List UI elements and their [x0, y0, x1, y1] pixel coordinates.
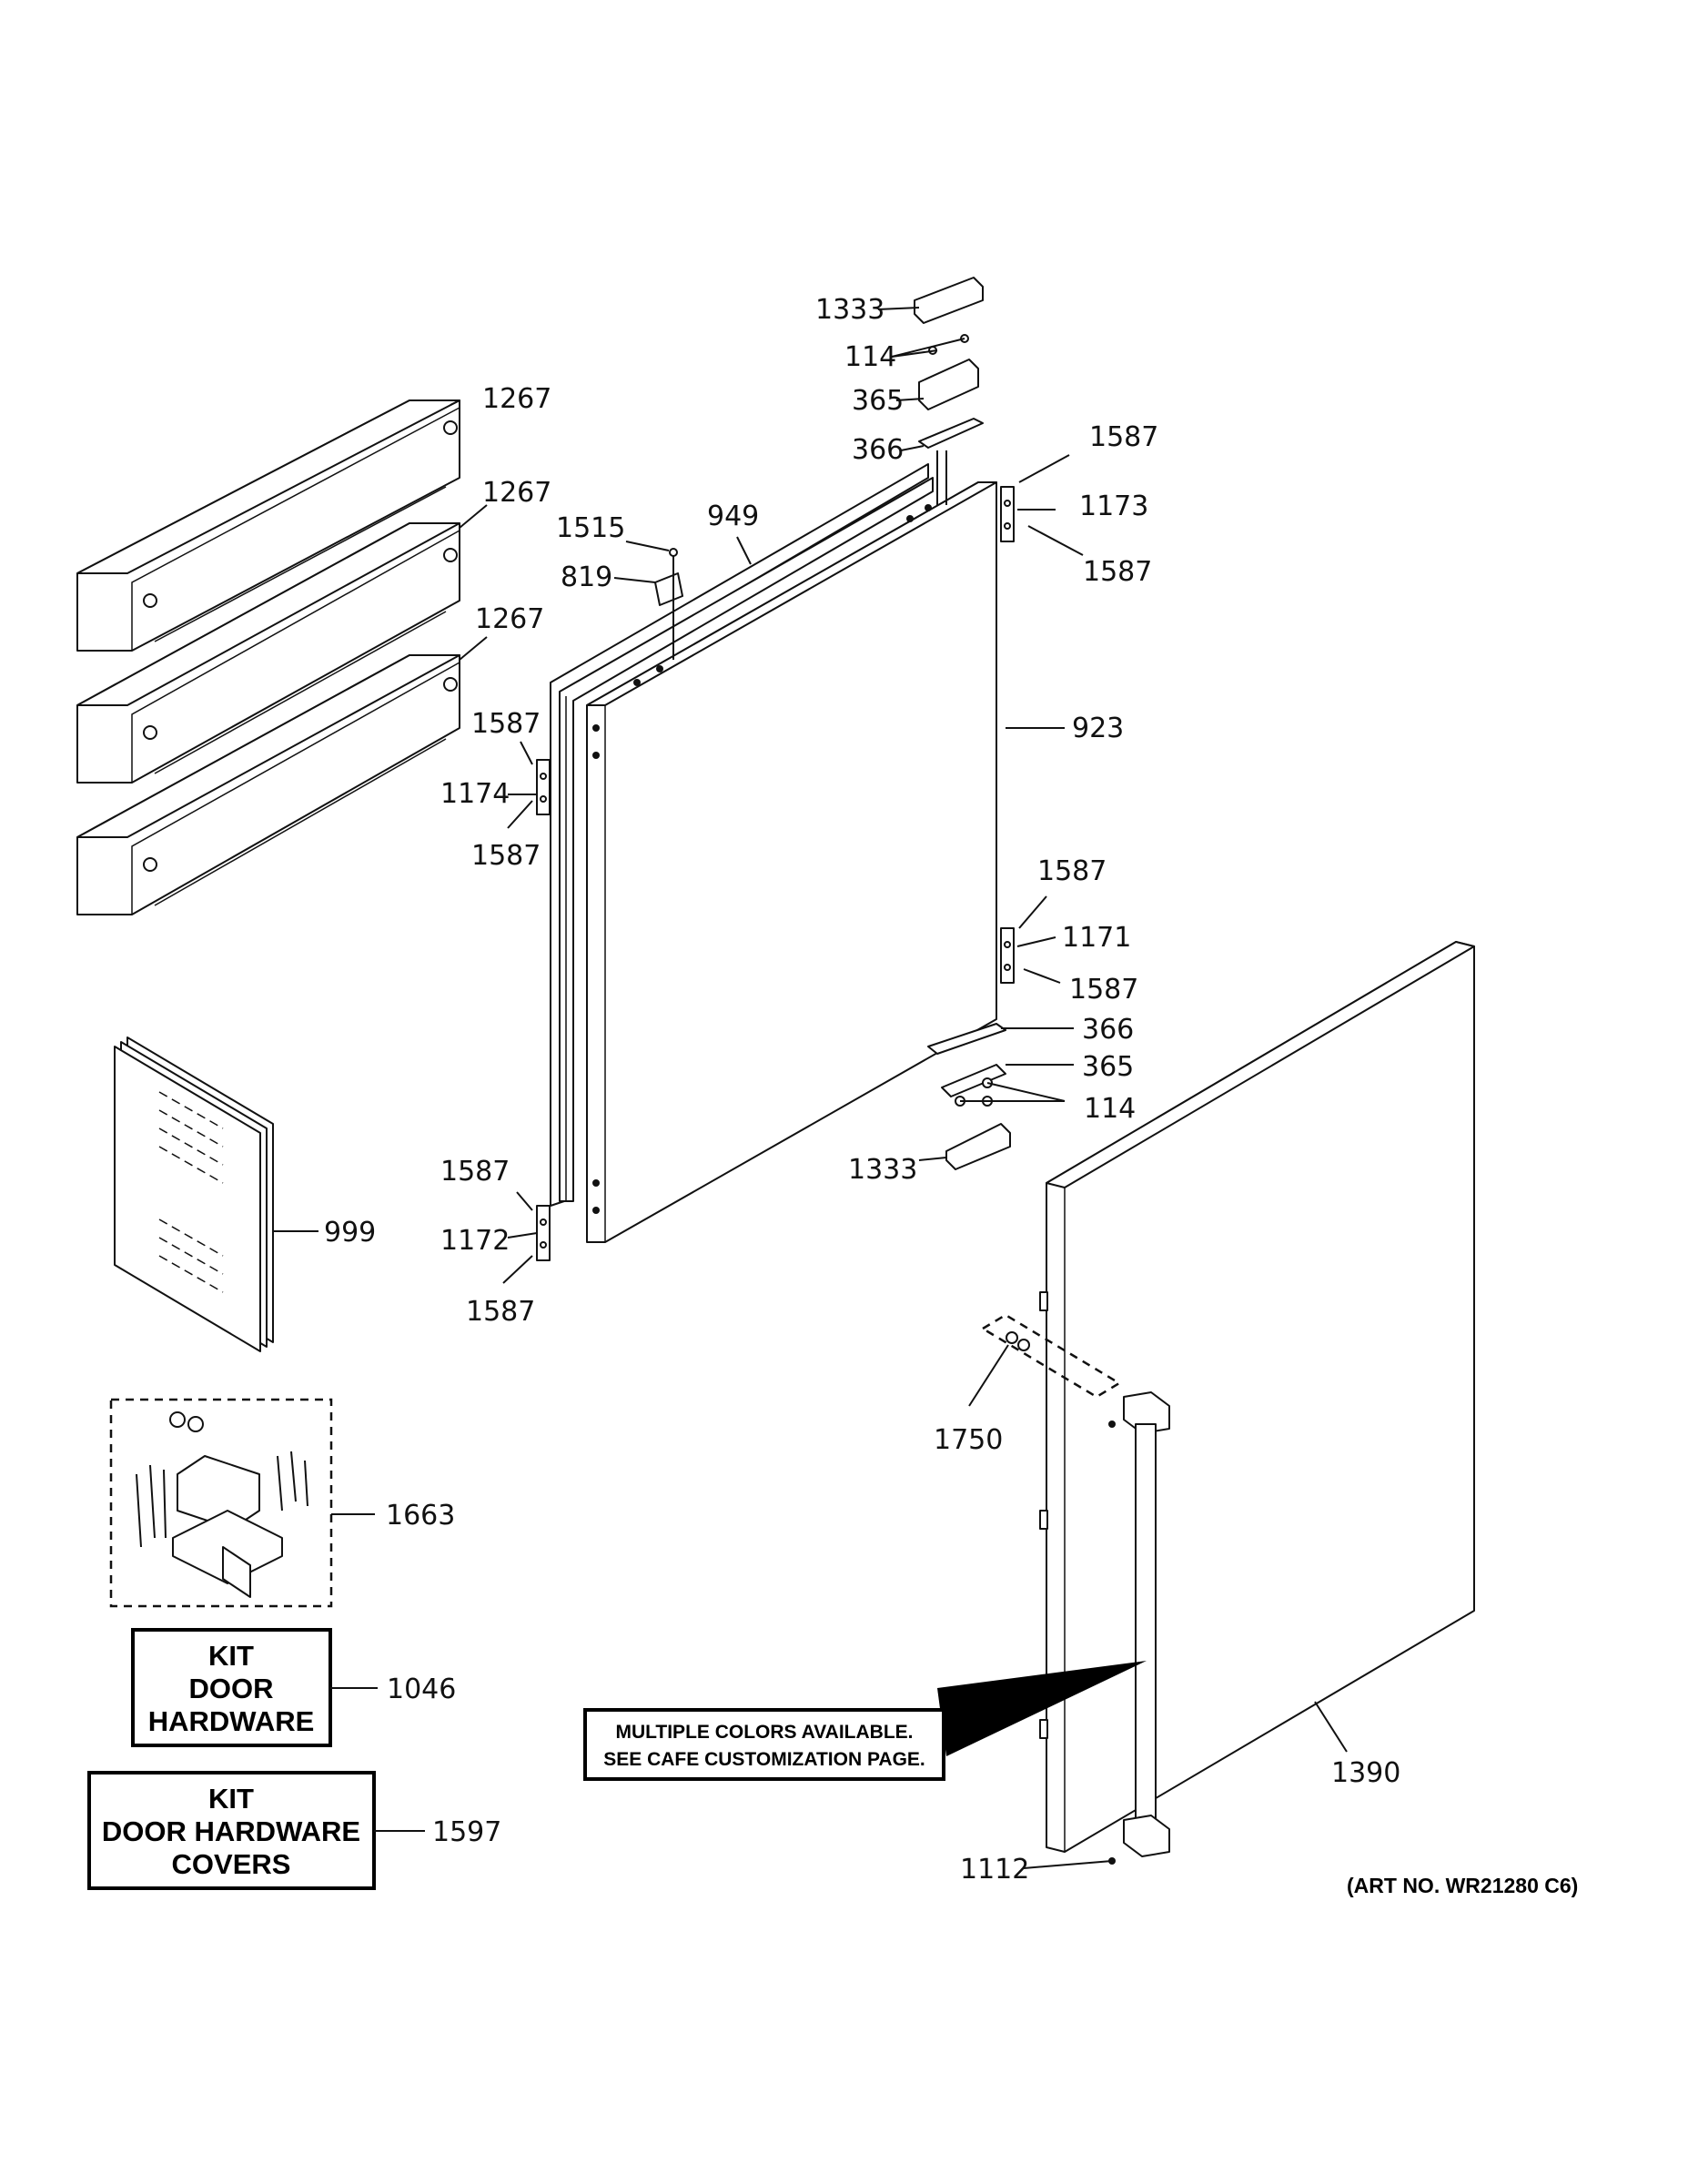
- kit-covers-line-1: KIT: [208, 1783, 254, 1815]
- part-number-labels: 1333 114 365 366 1587 1173 1587 1267 126…: [324, 294, 1400, 1886]
- door-bin-middle: [76, 522, 460, 784]
- label-1267-a: 1267: [482, 383, 551, 415]
- label-1587-g: 1587: [440, 1156, 510, 1188]
- owner-manual-booklet: [114, 1036, 274, 1352]
- label-1587-b: 1587: [1083, 556, 1152, 588]
- kit-door-hardware-box: KIT DOOR HARDWARE: [131, 1628, 332, 1747]
- label-366-bottom: 366: [1082, 1014, 1134, 1046]
- door-bin-bottom: [76, 654, 460, 915]
- label-1587-c: 1587: [471, 708, 541, 740]
- label-114-bottom: 114: [1084, 1093, 1136, 1125]
- kit-covers-line-2: DOOR HARDWARE: [102, 1815, 360, 1847]
- door-bin-top: [76, 399, 460, 652]
- label-1172: 1172: [440, 1225, 510, 1257]
- label-1587-h: 1587: [466, 1296, 535, 1328]
- label-1597: 1597: [432, 1816, 501, 1848]
- clip-819: [654, 548, 683, 660]
- door-handle: [980, 1313, 1170, 1865]
- leader-lines: [273, 307, 1348, 1869]
- label-819: 819: [561, 561, 612, 593]
- note-line-1: MULTIPLE COLORS AVAILABLE.: [615, 1722, 913, 1743]
- label-1333-bottom: 1333: [848, 1154, 917, 1186]
- label-1174: 1174: [440, 778, 510, 810]
- label-365-bottom: 365: [1082, 1051, 1134, 1083]
- color-note-callout: MULTIPLE COLORS AVAILABLE. SEE CAFE CUST…: [583, 1661, 1147, 1781]
- upper-hinge-assembly: [914, 277, 984, 505]
- kit-door-hardware-line-2: DOOR: [189, 1673, 274, 1704]
- hardware-kit-group: [109, 1398, 333, 1608]
- label-366-top: 366: [852, 434, 904, 466]
- art-number: (ART NO. WR21280 C6): [1347, 1874, 1578, 1897]
- label-1173: 1173: [1079, 490, 1148, 522]
- label-1663: 1663: [386, 1500, 455, 1532]
- label-1587-d: 1587: [471, 840, 541, 872]
- label-1046: 1046: [387, 1673, 456, 1705]
- kit-covers-line-3: COVERS: [172, 1848, 291, 1880]
- label-949: 949: [707, 500, 759, 532]
- label-1333-top: 1333: [815, 294, 884, 326]
- label-923: 923: [1072, 713, 1124, 744]
- label-1587-f: 1587: [1069, 974, 1138, 1006]
- label-1112: 1112: [960, 1854, 1029, 1886]
- hinge-1174: [536, 759, 551, 815]
- label-365-top: 365: [852, 385, 904, 417]
- hinge-1171: [1000, 927, 1015, 984]
- label-114-top: 114: [844, 341, 896, 373]
- kit-door-hardware-line-3: HARDWARE: [148, 1705, 315, 1737]
- label-1390: 1390: [1331, 1757, 1400, 1789]
- kit-door-hardware-covers-box: KIT DOOR HARDWARE COVERS: [87, 1771, 376, 1890]
- lower-hinge-assembly: [927, 1023, 1011, 1170]
- label-999: 999: [324, 1217, 376, 1249]
- inner-door-panel: [586, 481, 997, 1243]
- label-1515: 1515: [556, 512, 625, 544]
- kit-door-hardware-line-1: KIT: [208, 1640, 254, 1672]
- hinge-1173: [1000, 486, 1015, 542]
- label-1267-b: 1267: [482, 477, 551, 509]
- label-1587-a: 1587: [1089, 421, 1158, 453]
- label-1587-e: 1587: [1037, 855, 1107, 887]
- note-line-2: SEE CAFE CUSTOMIZATION PAGE.: [603, 1749, 925, 1770]
- label-1750: 1750: [934, 1424, 1003, 1456]
- hinge-1172: [536, 1205, 551, 1261]
- label-1171: 1171: [1062, 922, 1131, 954]
- label-1267-c: 1267: [475, 603, 544, 635]
